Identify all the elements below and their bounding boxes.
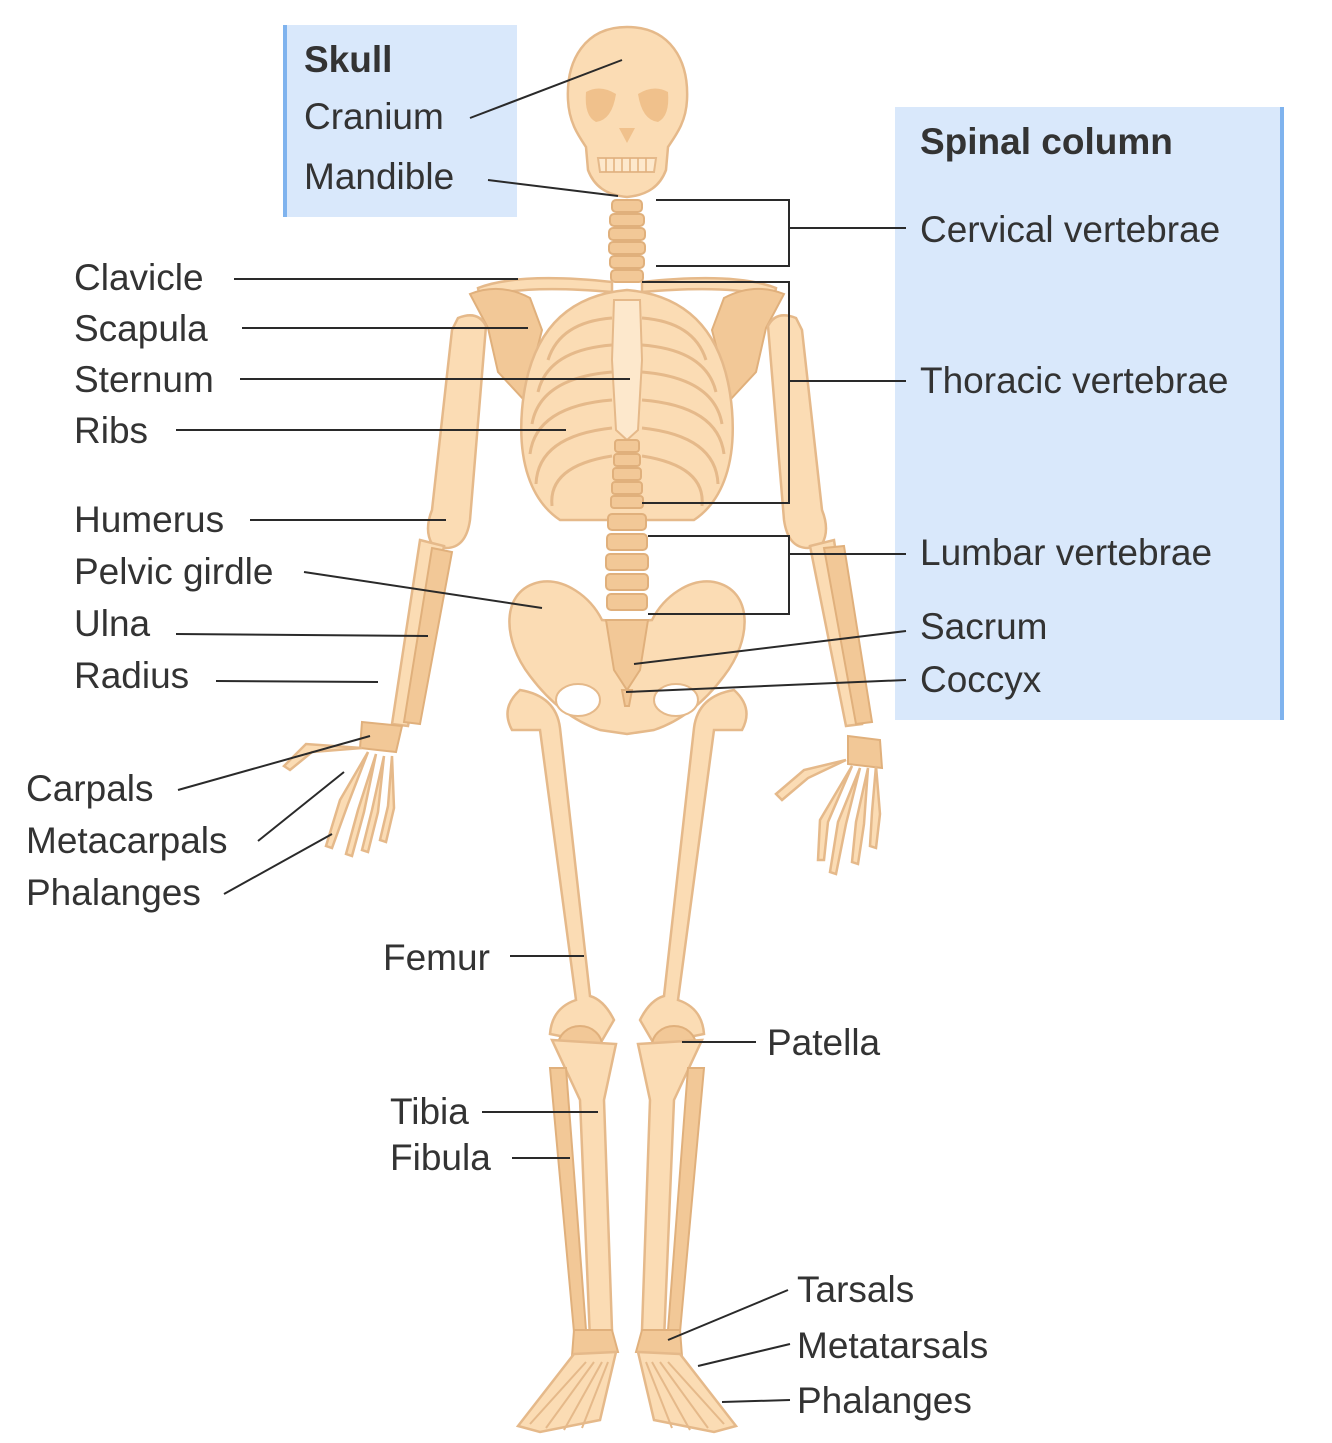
right-arm [766, 314, 874, 728]
label-metacarpals: Metacarpals [26, 820, 228, 861]
skeleton-illustration [282, 25, 884, 1434]
rib-cage [520, 288, 734, 522]
left-lower-leg [548, 1038, 618, 1342]
scapula-right [710, 287, 786, 403]
label-tibia: Tibia [390, 1091, 469, 1132]
spine-group-box [895, 107, 1284, 720]
femur-left [506, 688, 616, 1046]
spine-labels: Spinal column Cervical vertebrae Thoraci… [920, 121, 1228, 700]
label-sacrum: Sacrum [920, 606, 1047, 647]
label-cervical-vertebrae: Cervical vertebrae [920, 209, 1220, 250]
label-coccyx: Coccyx [920, 659, 1042, 700]
label-clavicle: Clavicle [74, 257, 204, 298]
label-fibula: Fibula [390, 1137, 491, 1178]
label-cranium: Cranium [304, 96, 444, 137]
label-humerus: Humerus [74, 499, 224, 540]
label-mandible: Mandible [304, 156, 454, 197]
left-foot [515, 1329, 620, 1434]
label-metatarsals: Metatarsals [797, 1325, 988, 1366]
label-femur: Femur [383, 937, 490, 978]
label-tarsals: Tarsals [797, 1269, 914, 1310]
label-thoracic-vertebrae: Thoracic vertebrae [920, 360, 1228, 401]
left-labels: Clavicle Scapula Sternum Ribs Humerus Pe… [26, 257, 273, 913]
spine-lower [605, 439, 649, 611]
coccyx [620, 689, 634, 707]
leader-lines [175, 59, 907, 1403]
pelvis [508, 580, 746, 736]
label-scapula: Scapula [74, 308, 208, 349]
label-ulna: Ulna [74, 603, 151, 644]
right-hand [774, 734, 884, 876]
skull-group-box [283, 25, 517, 217]
femur-right [638, 688, 748, 1046]
label-carpals: Carpals [26, 768, 154, 809]
label-phalanges-hand: Phalanges [26, 872, 201, 913]
scapula-left [468, 287, 544, 403]
label-lumbar-vertebrae: Lumbar vertebrae [920, 532, 1212, 573]
label-pelvic-girdle: Pelvic girdle [74, 551, 273, 592]
cervical-vertebrae [608, 199, 646, 283]
spine-group-title: Spinal column [920, 121, 1173, 162]
sternum [610, 299, 644, 442]
label-phalanges-foot: Phalanges [797, 1380, 972, 1421]
label-radius: Radius [74, 655, 189, 696]
right-foot [634, 1329, 739, 1434]
skull-group-title: Skull [304, 39, 392, 80]
leg-labels: Femur Patella Tibia Fibula Tarsals Metat… [383, 937, 988, 1421]
label-patella: Patella [767, 1022, 881, 1063]
right-lower-leg [636, 1038, 706, 1342]
left-hand [282, 720, 404, 858]
sacrum [604, 619, 650, 692]
skull-labels: Skull Cranium Mandible [304, 39, 454, 197]
skull [566, 25, 689, 199]
label-ribs: Ribs [74, 410, 148, 451]
label-sternum: Sternum [74, 359, 214, 400]
